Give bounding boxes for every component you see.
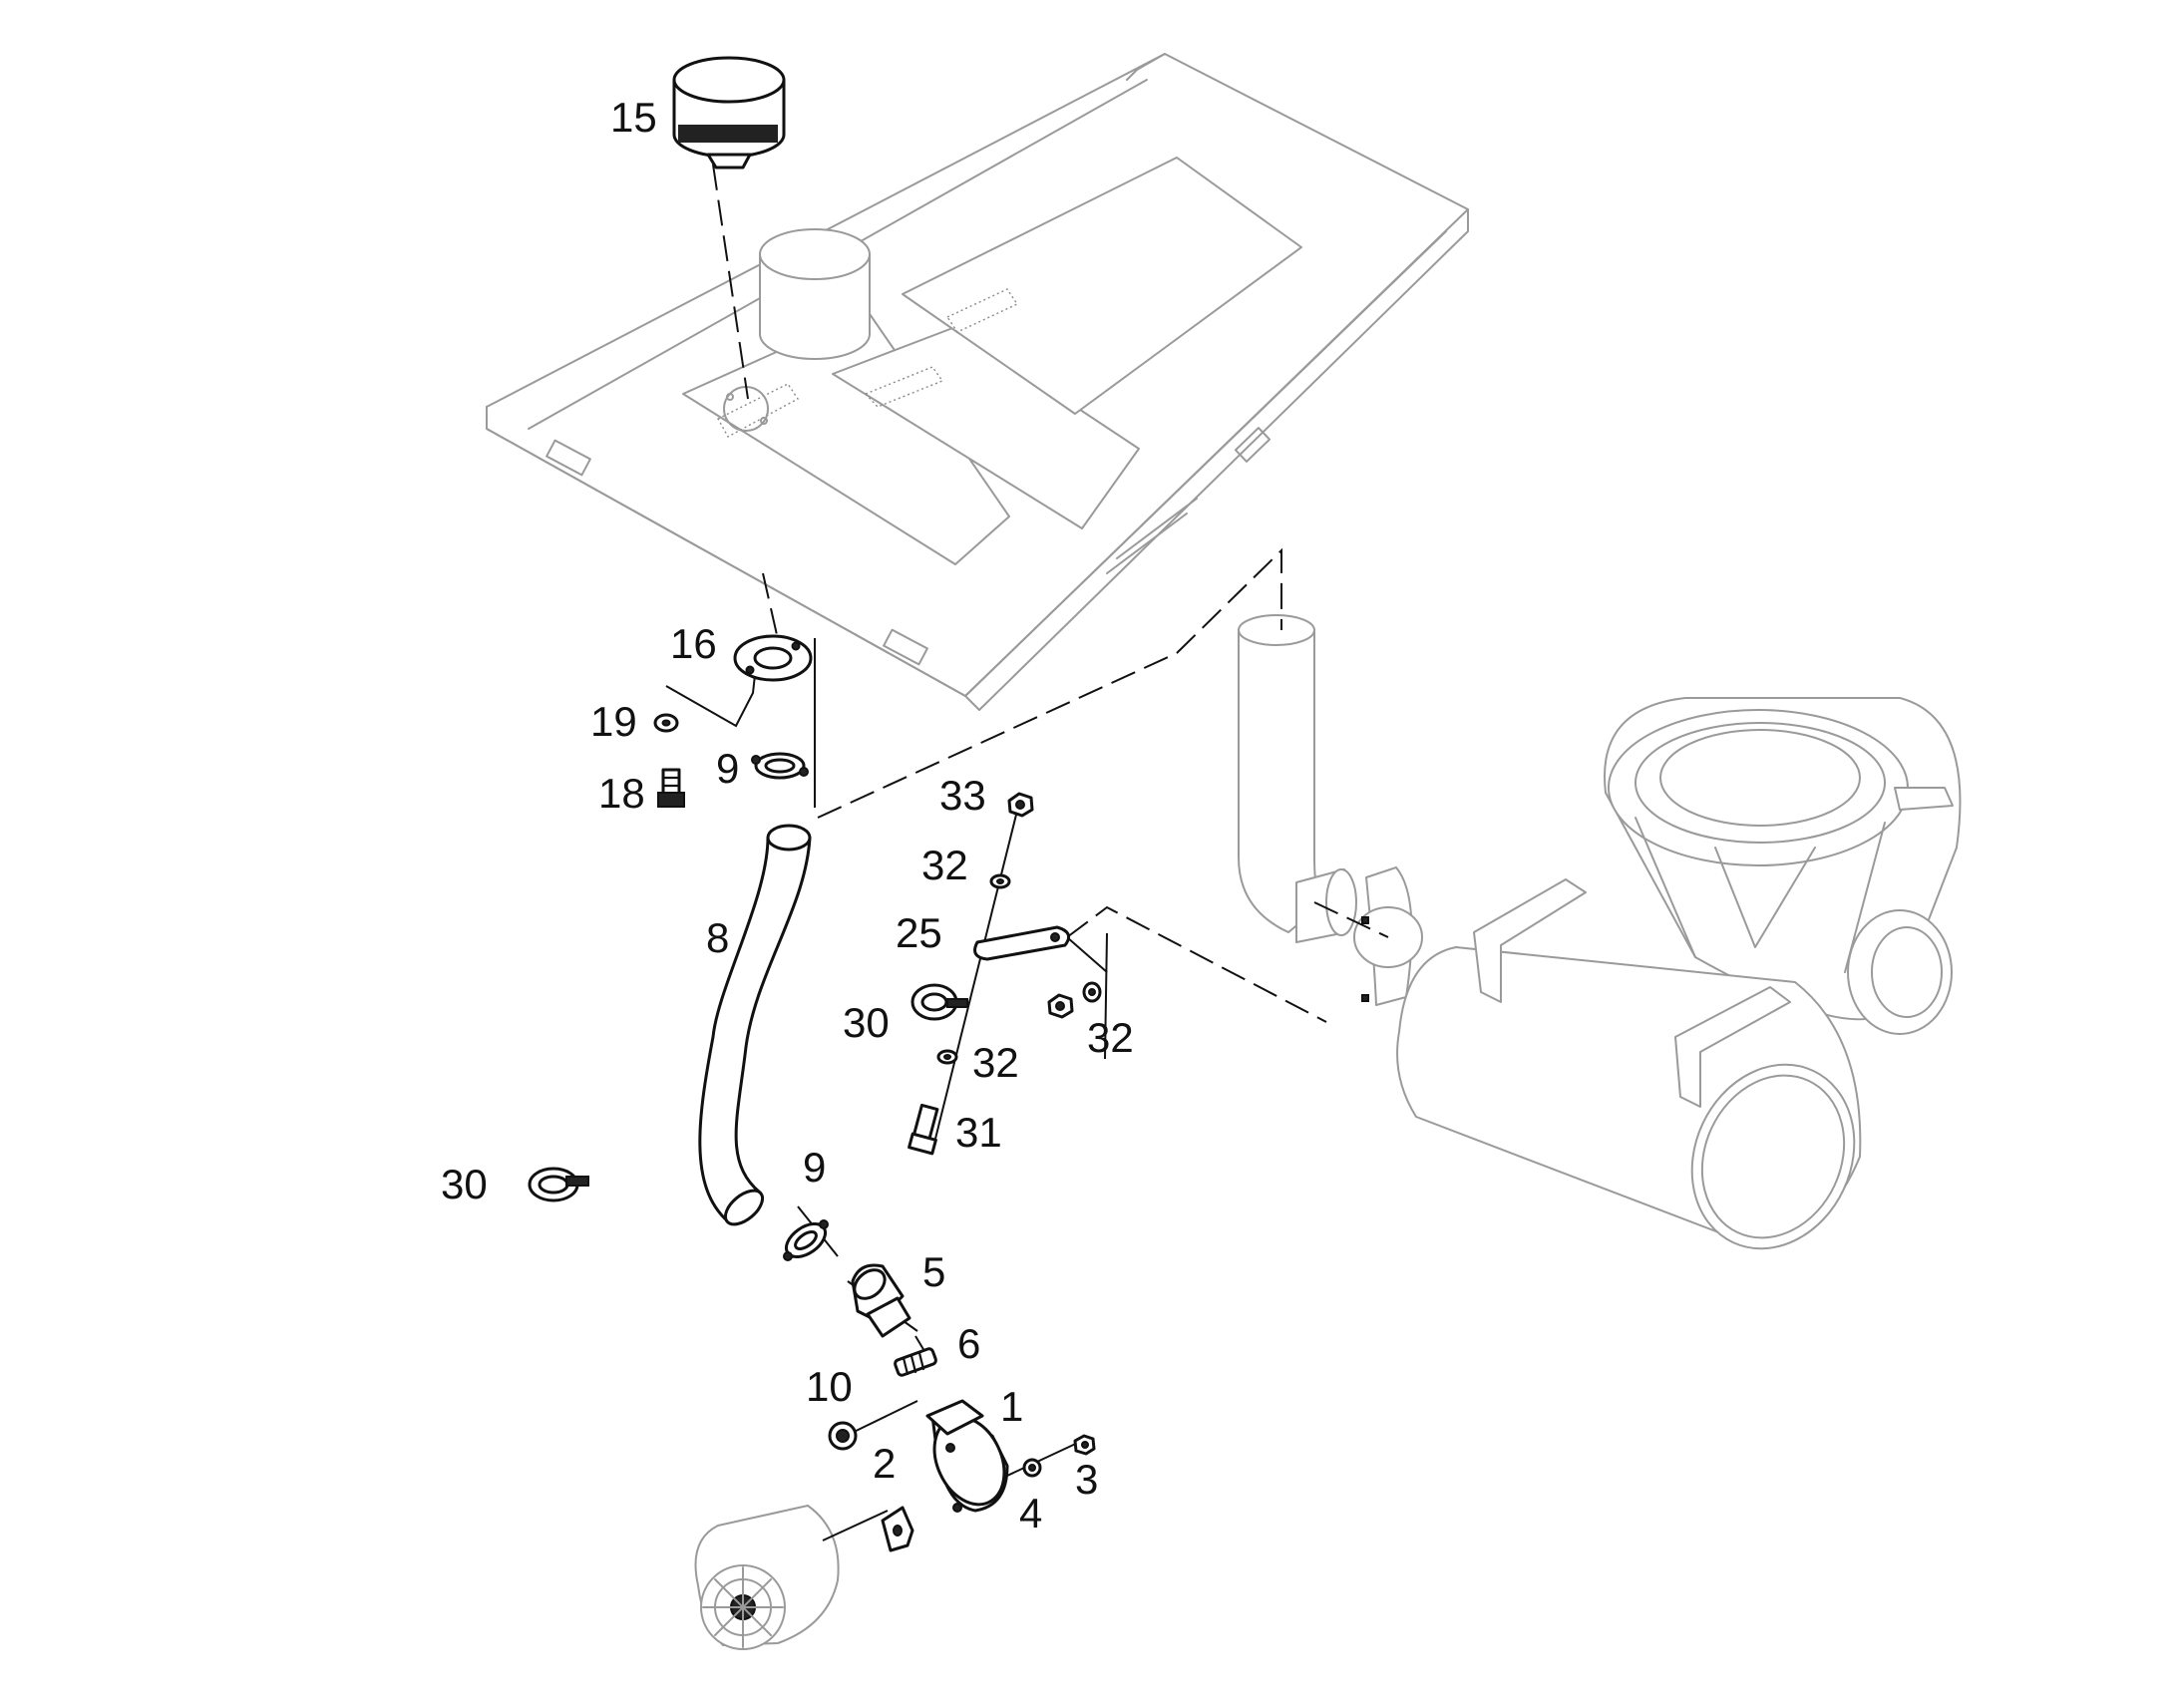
- part-4-washer: [1022, 1458, 1042, 1478]
- panel-stack-cylinder: [759, 228, 871, 360]
- callout-19: 19: [590, 698, 637, 745]
- part-32-washer-top: [989, 873, 1011, 889]
- muffler: [1396, 878, 1862, 1250]
- alternator: [694, 1505, 840, 1650]
- part-18-bolt: [657, 768, 685, 808]
- part-6-nipple: [894, 1347, 937, 1377]
- callout-32-top: 32: [921, 842, 968, 888]
- part-3-nut: [1073, 1434, 1096, 1456]
- part-32-washer-mid: [936, 1049, 958, 1065]
- callout-15: 15: [610, 94, 657, 141]
- part-10-cap-nut: [828, 1421, 858, 1451]
- part-32-washer-right: [1082, 981, 1102, 1003]
- callout-9-upper: 9: [716, 745, 739, 792]
- panel-grille-middle: [832, 326, 1140, 529]
- callout-3: 3: [1075, 1456, 1098, 1503]
- part-30-clamp-upper: [910, 983, 968, 1021]
- part-9-clamp-lower: [783, 1219, 829, 1261]
- part-16-flange: [733, 634, 813, 682]
- callout-30-upper: 30: [843, 999, 890, 1046]
- callout-4: 4: [1019, 1490, 1042, 1537]
- part-9-clamp-upper: [751, 752, 809, 780]
- part-15-cap: [672, 56, 786, 170]
- callout-25: 25: [896, 909, 942, 956]
- callout-8: 8: [706, 914, 729, 961]
- part-5-elbow: [851, 1263, 911, 1338]
- callout-32-right: 32: [1087, 1014, 1134, 1061]
- part-25-strap: [973, 925, 1071, 961]
- callout-31: 31: [955, 1109, 1002, 1156]
- callout-10: 10: [806, 1363, 853, 1410]
- callout-30-lower: 30: [441, 1161, 488, 1207]
- part-2-bracket: [881, 1506, 914, 1552]
- part-nut-right: [1047, 993, 1074, 1019]
- callout-labels: 15 16 19 9 18 33 32 25 8 30 32 32 31 30 …: [441, 94, 1134, 1537]
- part-30-clamp-lower: [528, 1167, 589, 1202]
- callout-2: 2: [873, 1440, 896, 1487]
- exhaust-pipe: [1238, 614, 1423, 1006]
- assembly-dash-lines: [712, 164, 1389, 1023]
- air-cleaner-assembly: [1604, 697, 1962, 1035]
- part-8-hose: [698, 824, 812, 1226]
- callout-32-mid: 32: [972, 1039, 1019, 1086]
- part-19-washer: [653, 713, 679, 733]
- callout-1: 1: [1000, 1383, 1023, 1430]
- callout-6: 6: [957, 1320, 980, 1367]
- part-31-bolt: [908, 1103, 939, 1156]
- panel-grille-right: [902, 157, 1302, 415]
- part-33-nut: [1007, 792, 1034, 818]
- callout-16: 16: [670, 620, 717, 667]
- part-1-housing: [925, 1399, 1009, 1513]
- callout-18: 18: [598, 770, 645, 817]
- callout-33: 33: [939, 772, 986, 819]
- callout-9-lower: 9: [803, 1144, 826, 1191]
- callout-5: 5: [922, 1248, 945, 1295]
